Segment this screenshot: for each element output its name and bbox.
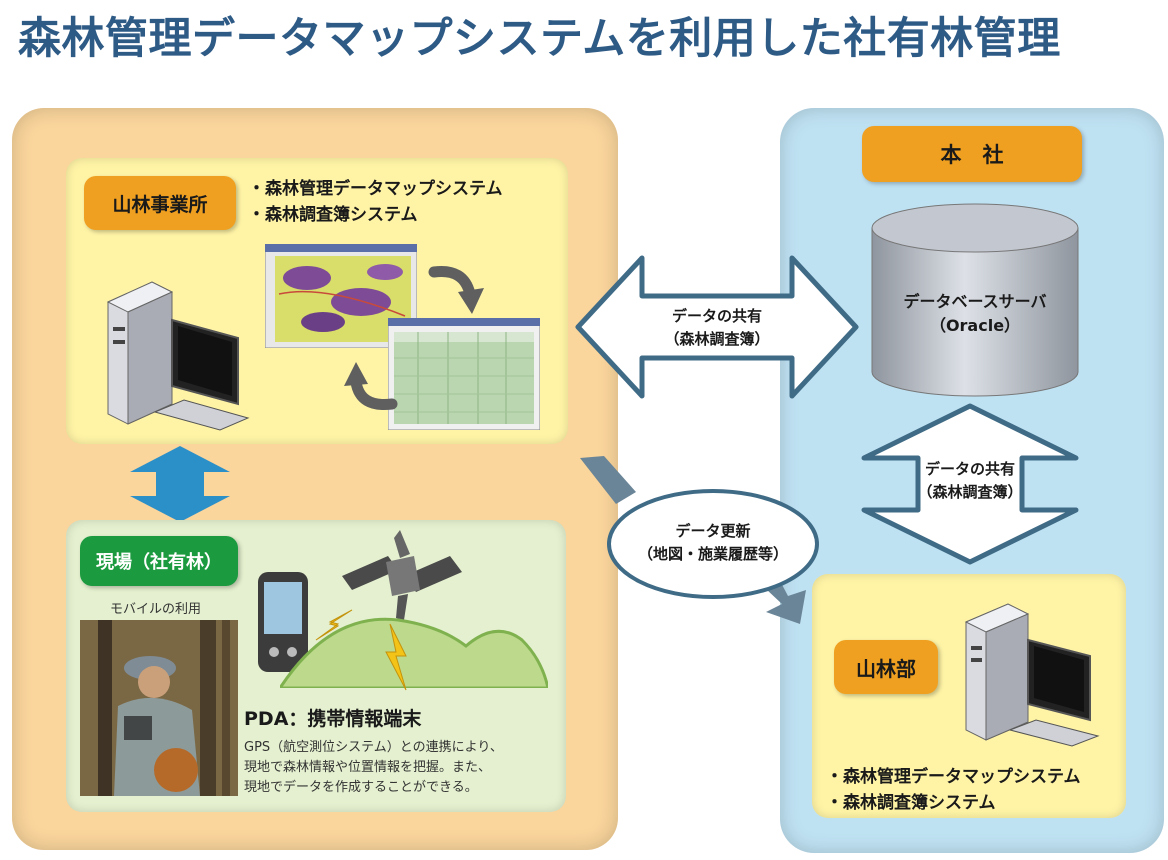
forestry-dept-label: 山林部 <box>834 640 938 694</box>
forest-hills-icon <box>280 617 548 688</box>
table-screenshot <box>388 318 540 430</box>
office-label: 山林事業所 <box>84 176 236 230</box>
pda-desc-2: 現地で森林情報や位置情報を把握。また、 <box>244 760 492 775</box>
page-title: 森林管理データマップシステムを利用した社有林管理 <box>18 14 1061 64</box>
update-line2: （地図・施業履歴等） <box>637 545 788 563</box>
office-system-1: ・森林管理データマップシステム <box>248 179 503 199</box>
office-computer-icon <box>106 281 250 431</box>
database-product: （Oracle） <box>929 316 1021 335</box>
office-system-2: ・森林調査簿システム <box>248 205 418 225</box>
dept-system-1: ・森林管理データマップシステム <box>826 767 1081 787</box>
database-name: データベースサーバ <box>903 292 1047 311</box>
pda-icon <box>258 572 308 672</box>
cycle-arrow-down-icon <box>428 265 484 314</box>
update-line1: データ更新 <box>675 522 751 540</box>
signal-bolt-icon <box>315 609 353 641</box>
hq-label: 本 社 <box>862 126 1082 182</box>
pda-title: PDA：携帯情報端末 <box>244 708 422 730</box>
dept-system-2: ・森林調査簿システム <box>826 793 996 813</box>
share-arrow-horizontal <box>575 255 859 399</box>
mobile-caption: モバイルの利用 <box>110 602 202 617</box>
satellite-icon <box>342 530 462 620</box>
update-bubble <box>607 489 819 599</box>
pda-desc-1: GPS（航空測位システム）との連携により、 <box>244 740 503 755</box>
share-h-line1: データの共有 <box>671 307 762 325</box>
share-h-line2: （森林調査簿） <box>664 330 770 348</box>
field-worker-photo <box>80 620 238 796</box>
dept-computer-icon <box>964 603 1100 747</box>
share-arrow-vertical <box>861 403 1079 565</box>
sync-arrow-icon <box>130 446 230 522</box>
field-label: 現場（社有林） <box>80 536 238 586</box>
signal-bolt-icon <box>385 623 407 691</box>
share-v-line1: データの共有 <box>924 460 1015 478</box>
share-v-line2: （森林調査簿） <box>917 483 1023 501</box>
cycle-arrow-up-icon <box>344 362 398 411</box>
database-icon <box>871 203 1079 397</box>
pda-desc-3: 現地でデータを作成することができる。 <box>244 780 478 795</box>
